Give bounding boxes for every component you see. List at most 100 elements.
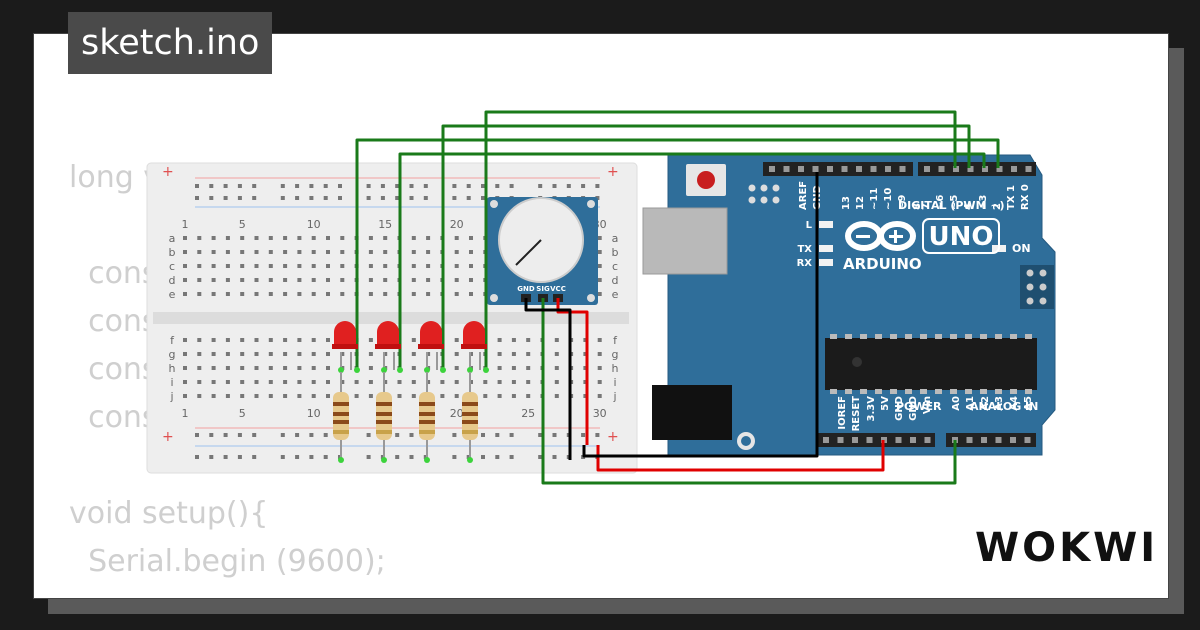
chip-notch — [852, 357, 862, 367]
board-led — [819, 245, 833, 252]
row-label: f — [613, 334, 618, 347]
rail-hole — [209, 196, 214, 200]
header-pin — [1025, 166, 1032, 172]
sketch-title[interactable]: sketch.ino — [68, 12, 273, 74]
resistor-band — [333, 420, 349, 424]
breadboard-hole — [368, 352, 373, 356]
breadboard-hole — [254, 292, 259, 296]
rail-hole — [595, 184, 600, 188]
breadboard-hole — [411, 278, 416, 282]
breadboard-hole — [526, 380, 531, 384]
breadboard-hole — [469, 264, 473, 268]
breadboard-hole — [340, 264, 345, 268]
connection-dot — [397, 367, 403, 373]
digital-pin-label: 7 — [921, 203, 932, 210]
wire — [524, 298, 572, 460]
rail-hole — [538, 455, 543, 459]
rail-hole — [409, 455, 414, 459]
breadboard-hole — [225, 338, 230, 342]
analog-pin-label: A1 — [965, 396, 976, 411]
led-rim — [375, 344, 401, 349]
chip-pin — [935, 389, 942, 394]
breadboard-hole — [597, 278, 602, 282]
breadboard-hole — [411, 292, 416, 296]
breadboard-hole — [225, 264, 230, 268]
rail-hole — [323, 433, 328, 437]
breadboard-hole — [240, 366, 245, 370]
column-label: 25 — [521, 407, 535, 420]
row-label: g — [612, 348, 619, 361]
rail-hole — [481, 455, 485, 459]
resistor-band — [462, 430, 478, 434]
breadboard-hole — [426, 264, 431, 268]
breadboard-hole — [240, 352, 245, 356]
connection-dot — [354, 367, 360, 373]
digital-pin-label: ~10 — [883, 188, 894, 210]
rail-hole — [538, 184, 543, 188]
row-label: b — [612, 246, 619, 259]
breadboard-hole — [368, 278, 373, 282]
rail-hole — [481, 433, 485, 437]
row-label: a — [612, 232, 619, 245]
icsp-pin — [748, 184, 756, 192]
reset-button — [697, 171, 715, 189]
rail-hole — [195, 455, 199, 459]
column-label: 1 — [182, 218, 189, 231]
breadboard-hole — [211, 236, 216, 240]
breadboard-hole — [268, 352, 273, 356]
breadboard-hole — [225, 366, 230, 370]
breadboard-hole — [183, 338, 187, 342]
breadboard-hole — [411, 250, 416, 254]
header-pin — [910, 437, 916, 443]
breadboard-hole — [268, 250, 273, 254]
power-jack — [652, 385, 732, 440]
connection-dot — [467, 457, 473, 463]
breadboard-hole — [240, 394, 245, 398]
breadboard-hole — [211, 352, 216, 356]
breadboard-hole — [526, 352, 531, 356]
analog-pin-label: A3 — [994, 396, 1005, 411]
mount-hole — [587, 294, 595, 302]
breadboard-hole — [383, 380, 388, 384]
breadboard-hole — [240, 292, 245, 296]
rail-hole — [538, 433, 543, 437]
rail-hole — [495, 455, 500, 459]
breadboard-hole — [225, 394, 230, 398]
breadboard-hole — [583, 394, 588, 398]
column-label: 5 — [239, 218, 246, 231]
header-pin — [856, 166, 862, 172]
breadboard-hole — [297, 264, 302, 268]
breadboard-hole — [454, 264, 459, 268]
breadboard-hole — [583, 366, 588, 370]
row-label: d — [612, 274, 619, 287]
breadboard-hole — [526, 338, 531, 342]
breadboard-hole — [326, 338, 330, 342]
breadboard-hole — [454, 292, 459, 296]
breadboard-hole — [454, 394, 459, 398]
breadboard-hole — [554, 352, 559, 356]
breadboard-hole — [211, 264, 216, 268]
breadboard-hole — [583, 380, 588, 384]
rail-hole — [280, 196, 285, 200]
chip-pin — [905, 389, 912, 394]
rail-hole — [452, 184, 457, 188]
breadboard-hole — [383, 278, 388, 282]
rail-hole — [237, 184, 242, 188]
power-header — [817, 433, 935, 447]
board-led — [819, 221, 833, 228]
breadboard-hole — [411, 264, 416, 268]
connection-dot — [424, 457, 430, 463]
breadboard-hole — [454, 366, 459, 370]
rail-plus-label: + — [607, 429, 619, 445]
breadboard-hole — [597, 264, 602, 268]
pot-pin-label: SIG — [536, 285, 550, 293]
breadboard-hole — [240, 338, 245, 342]
rail-hole — [252, 433, 257, 437]
header-pin — [924, 437, 931, 443]
rail-plus-label: + — [607, 164, 619, 180]
chip-pin — [980, 389, 987, 394]
chip-pin — [875, 334, 882, 339]
digital-pin-label: 4 — [963, 203, 974, 210]
rail-hole — [395, 196, 400, 200]
